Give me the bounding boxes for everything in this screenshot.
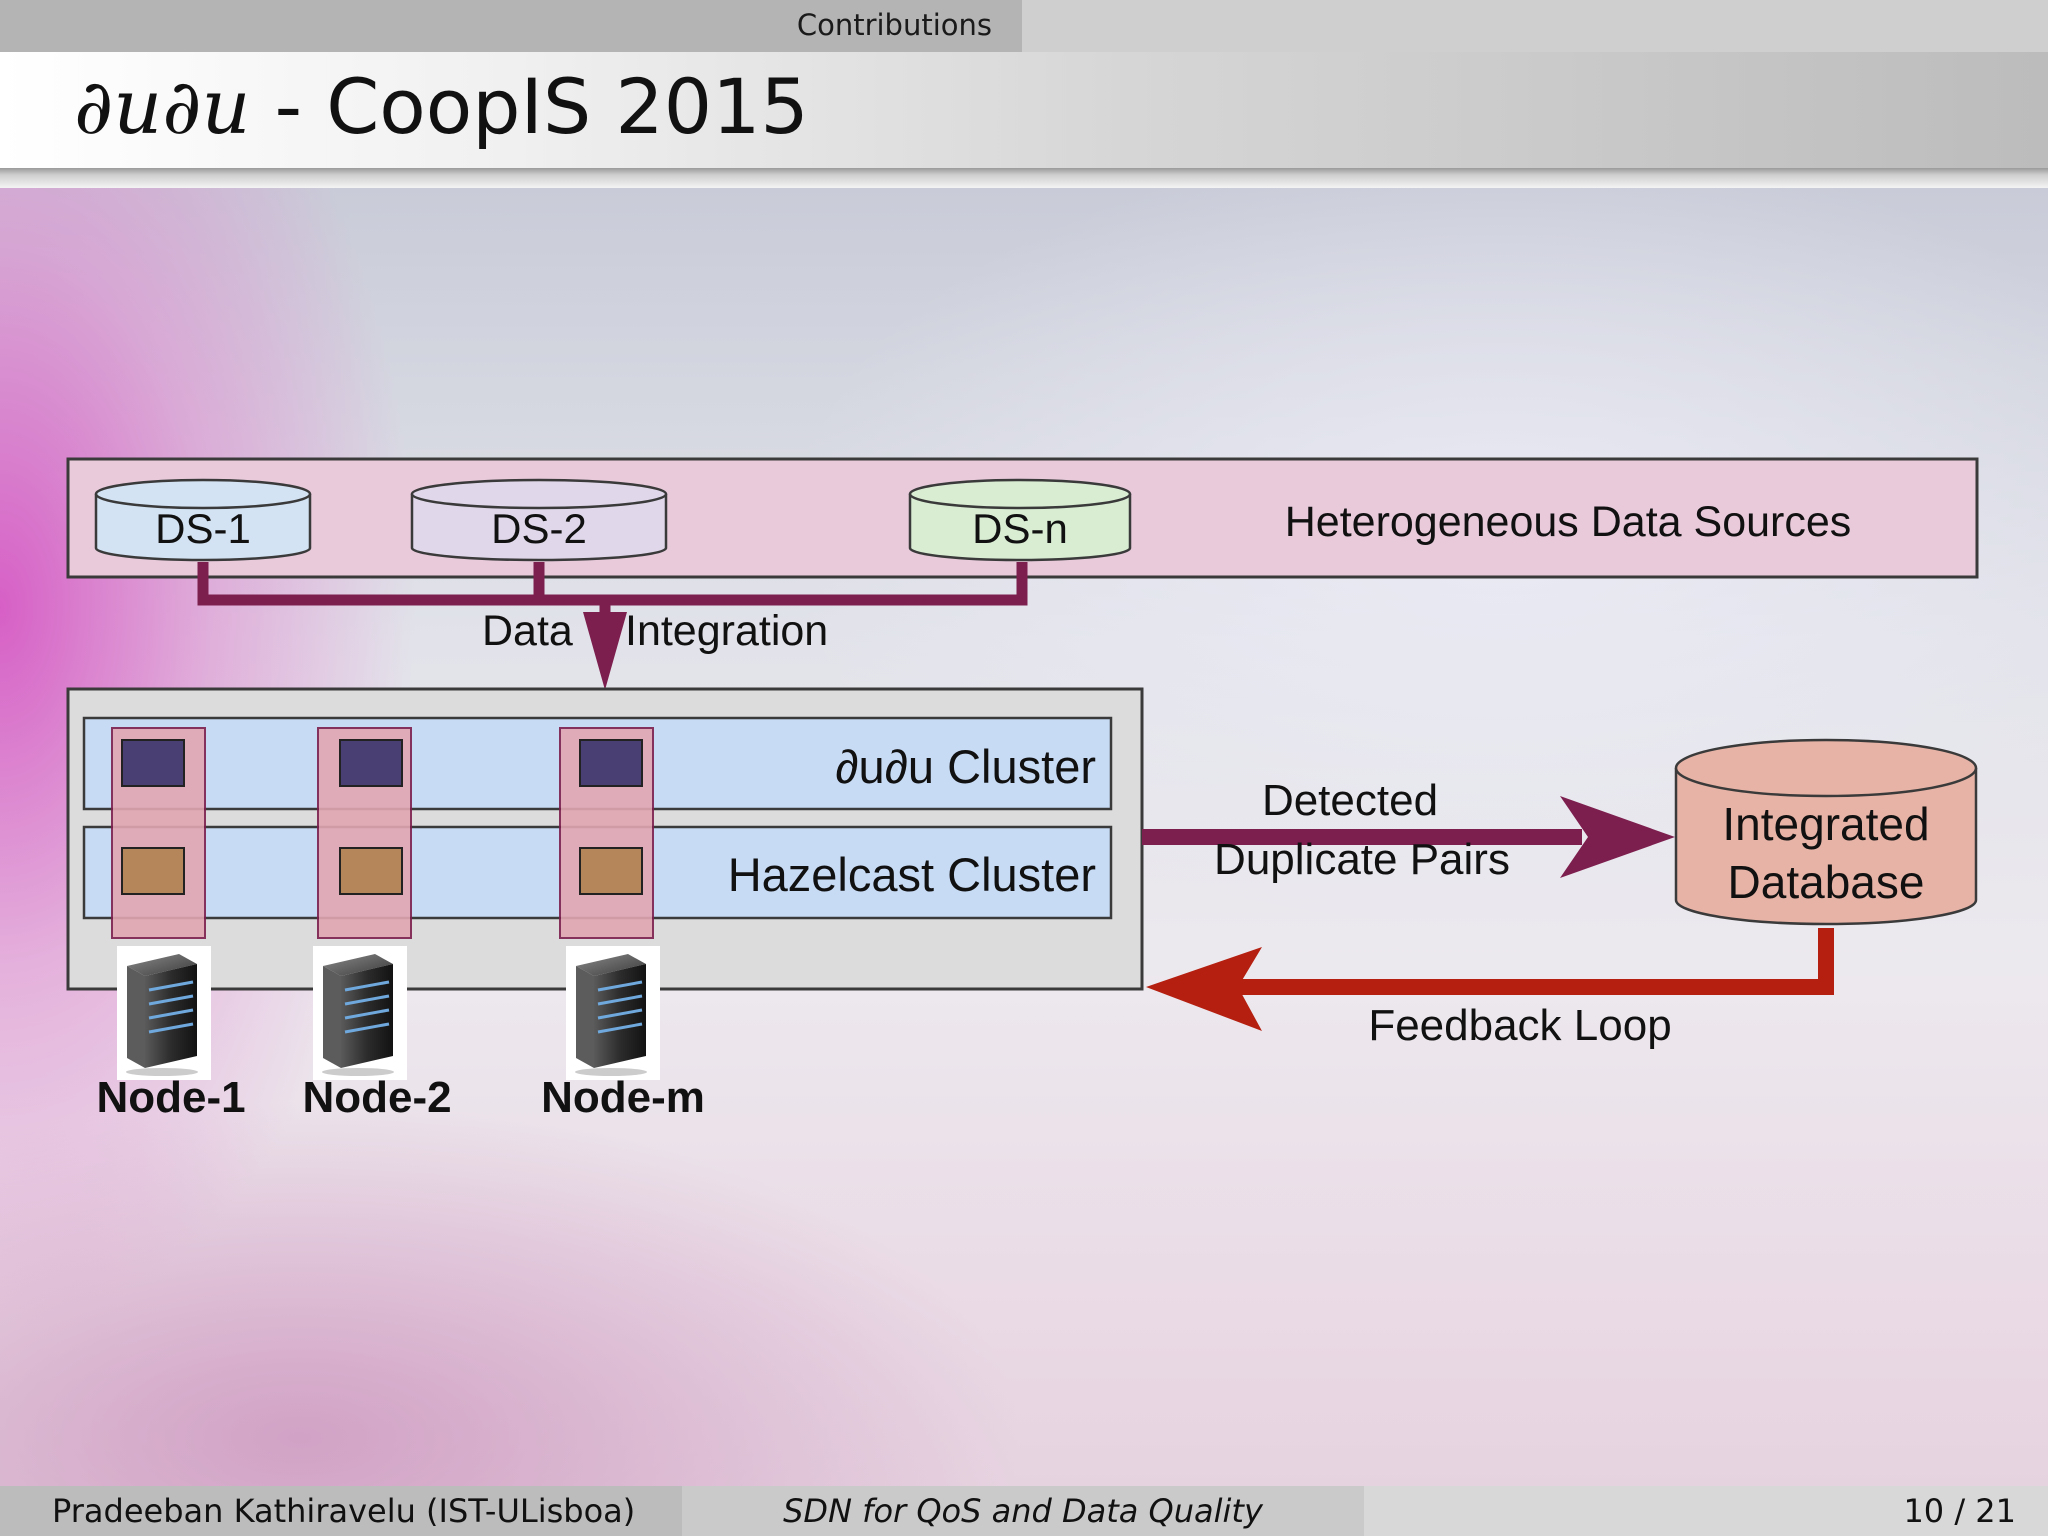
footer-talk-title: SDN for QoS and Data Quality	[783, 1492, 1263, 1530]
duplicates-arrowhead	[1560, 796, 1675, 878]
footer-author-segment: Pradeeban Kathiravelu (IST-ULisboa)	[0, 1486, 682, 1536]
frame-title-text: - CoopIS 2015	[250, 62, 809, 151]
section-bar-left	[0, 0, 1022, 52]
detected-label: Detected	[1262, 776, 1438, 825]
title-bar-shadow	[0, 168, 2048, 188]
node-2-label: Node-2	[302, 1073, 451, 1122]
footer-page-segment: 10 / 21	[1364, 1486, 2048, 1536]
node-1-column	[111, 727, 206, 939]
feedback-arrowhead	[1146, 947, 1262, 1031]
server-icon	[117, 946, 211, 1080]
hazelcast-cluster-label: Hazelcast Cluster	[728, 848, 1096, 901]
section-title[interactable]: Contributions	[796, 8, 992, 42]
integrated-database-cylinder	[1674, 738, 1978, 926]
ds-n-cylinder	[908, 478, 1132, 562]
server-icon	[313, 946, 407, 1080]
footer-title-segment: SDN for QoS and Data Quality	[682, 1486, 1364, 1536]
dudu-cluster-label: ∂u∂u Cluster	[835, 740, 1096, 793]
integration-label-integration: Integration	[625, 607, 828, 655]
page-number: 10 / 21	[1903, 1492, 2016, 1530]
ds-1-label: DS-1	[155, 505, 251, 552]
footer-author: Pradeeban Kathiravelu (IST-ULisboa)	[52, 1492, 636, 1530]
frame-title-bar	[0, 52, 2048, 168]
frame-title: ∂u∂u - CoopIS 2015	[74, 62, 809, 151]
node-1-label: Node-1	[96, 1073, 245, 1122]
section-bar-right	[1022, 0, 2048, 52]
ds-2-cylinder	[410, 478, 668, 562]
feedback-loop-line	[1226, 928, 1834, 995]
node-m-label: Node-m	[541, 1073, 705, 1122]
ds-1-cylinder	[94, 478, 312, 562]
node-m-column	[559, 727, 654, 939]
ds-2-label: DS-2	[491, 505, 587, 552]
data-integration-arrowhead	[583, 612, 627, 690]
server-icon	[566, 946, 660, 1080]
frame-title-math: ∂u∂u	[74, 62, 251, 151]
duplicates-arrow-shaft	[1142, 829, 1582, 845]
database-label: Database	[1728, 856, 1925, 908]
duplicate-pairs-label: Duplicate Pairs	[1214, 835, 1510, 884]
sources-label: Heterogeneous Data Sources	[1285, 498, 1852, 546]
integrated-label: Integrated	[1722, 798, 1929, 850]
node-2-column	[317, 727, 412, 939]
integration-label-data: Data	[482, 607, 573, 655]
footer-bar: Pradeeban Kathiravelu (IST-ULisboa) SDN …	[0, 1486, 2048, 1536]
ds-n-label: DS-n	[972, 505, 1068, 552]
feedback-label: Feedback Loop	[1368, 1001, 1671, 1050]
section-navigation-bar: Contributions	[0, 0, 2048, 52]
